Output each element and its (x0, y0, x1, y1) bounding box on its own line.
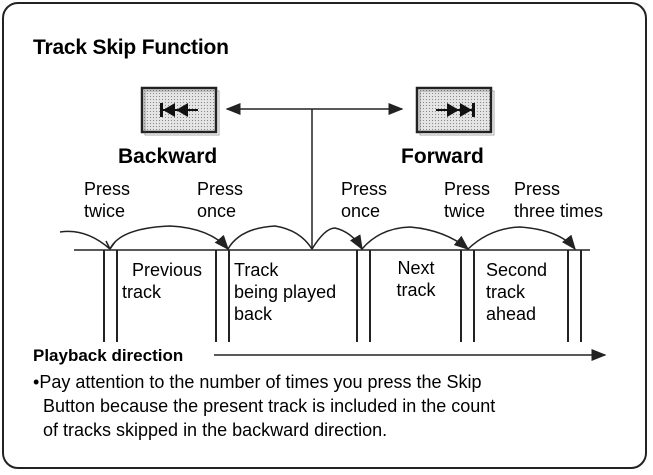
skip-arcs (59, 225, 576, 251)
backward-label: Backward (118, 145, 218, 168)
playback-direction-label: Playback direction (33, 346, 184, 365)
figure-title: Track Skip Function (33, 36, 229, 59)
skip-backward-icon (140, 86, 220, 136)
note-line-2: Button because the present track is incl… (43, 396, 496, 416)
track-strip (74, 249, 590, 342)
figure-frame (2, 2, 647, 469)
note-line-1: •Pay attention to the number of times yo… (33, 372, 482, 392)
skip-forward-icon (415, 86, 495, 136)
note-line-3: of tracks skipped in the backward direct… (43, 420, 388, 440)
forward-label: Forward (401, 145, 484, 168)
note-paragraph: •Pay attention to the number of times yo… (33, 370, 623, 442)
